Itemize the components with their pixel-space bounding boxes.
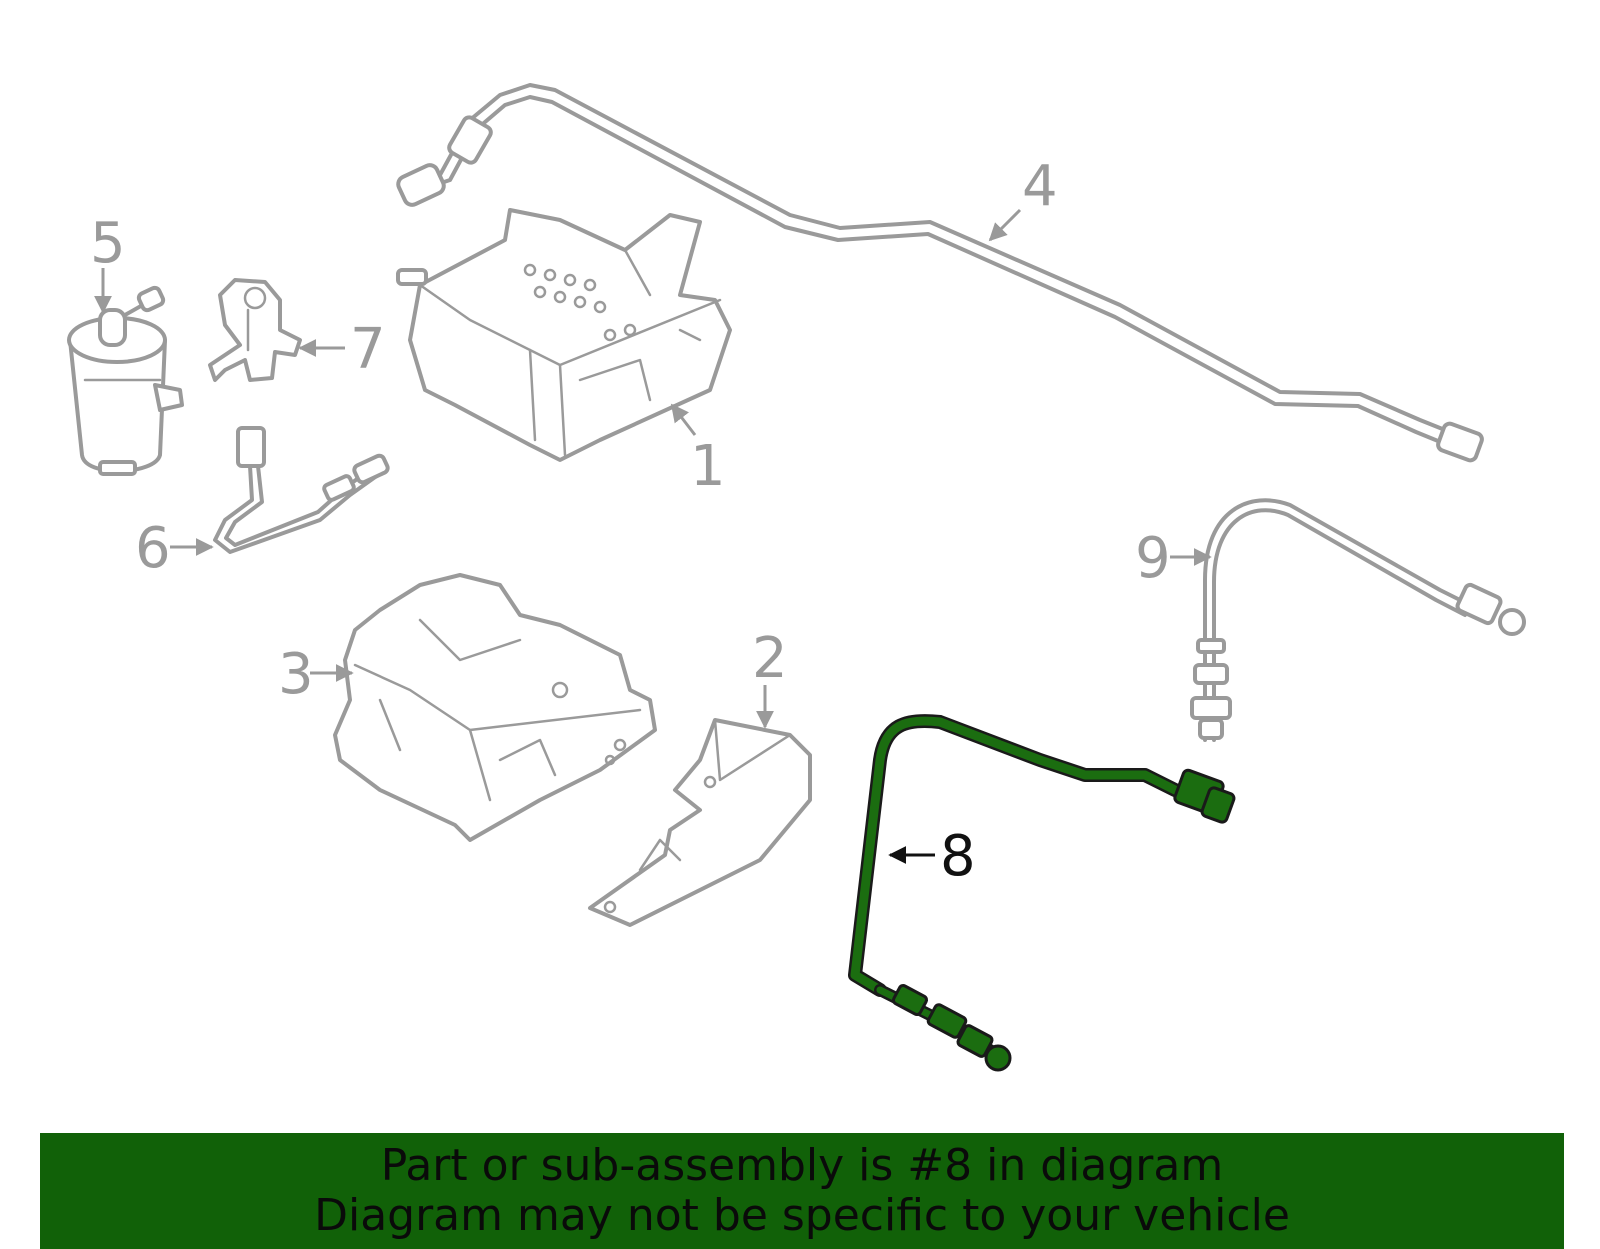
callout-9: 9 (1135, 526, 1212, 591)
callout-4: 4 (988, 154, 1058, 242)
part-6-oxygen-sensor[interactable] (213, 426, 390, 554)
svg-text:7: 7 (350, 317, 386, 382)
callout-5: 5 (90, 211, 126, 314)
svg-text:8: 8 (940, 824, 976, 889)
banner-line-disclaimer: Diagram may not be specific to your vehi… (314, 1190, 1290, 1241)
svg-text:9: 9 (1135, 526, 1171, 591)
banner-line-part: Part or sub-assembly is #8 in diagram (380, 1140, 1224, 1191)
callout-2: 2 (752, 626, 788, 729)
svg-text:3: 3 (278, 642, 314, 707)
part-4-hose[interactable] (396, 83, 1484, 463)
info-banner: Part or sub-assembly is #8 in diagram Di… (40, 1133, 1564, 1249)
callout-6: 6 (135, 516, 214, 581)
callout-8: 8 (888, 824, 976, 889)
part-8-oxygen-sensor-highlighted[interactable] (848, 714, 1236, 1072)
callout-7: 7 (298, 317, 386, 382)
svg-text:6: 6 (135, 516, 171, 581)
svg-text:2: 2 (752, 626, 788, 691)
callout-1: 1 (670, 403, 726, 499)
part-1-canister[interactable] (396, 208, 732, 462)
svg-text:4: 4 (1022, 154, 1058, 219)
part-3-heat-shield[interactable] (333, 573, 657, 842)
part-7-sensor[interactable] (208, 278, 302, 382)
svg-text:1: 1 (690, 434, 726, 499)
svg-text:5: 5 (90, 211, 126, 276)
part-2-bracket[interactable] (588, 718, 812, 927)
callout-3: 3 (278, 642, 354, 707)
part-9-oxygen-sensor[interactable] (1190, 498, 1526, 742)
part-5-purge-valve[interactable] (67, 285, 184, 476)
